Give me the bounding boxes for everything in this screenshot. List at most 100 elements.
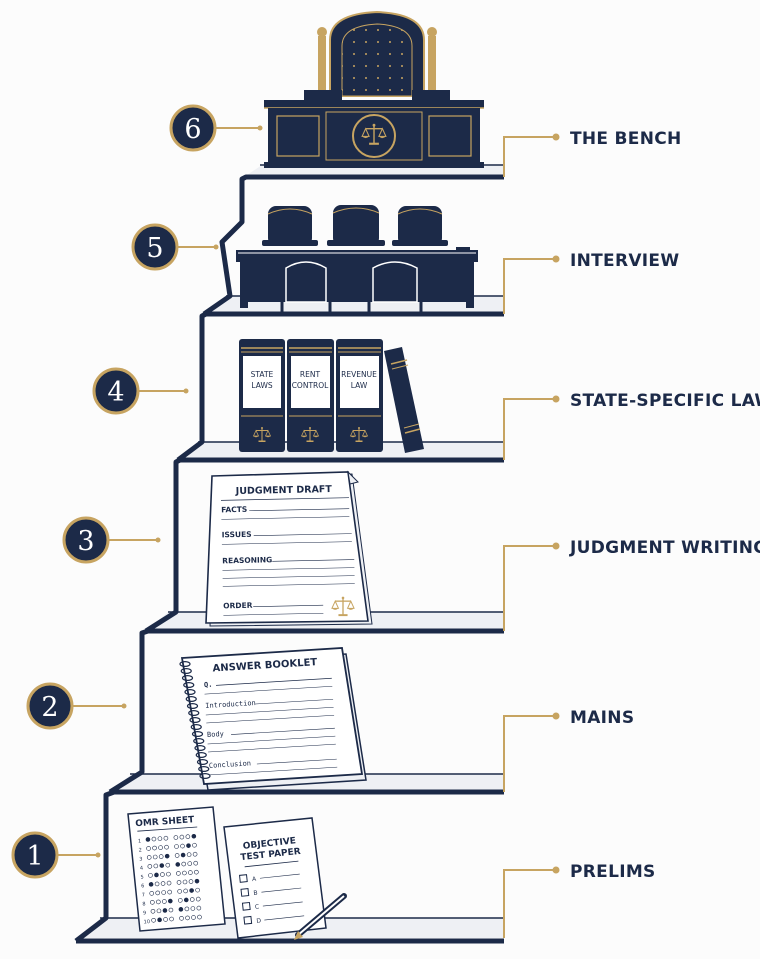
omr-bubble [155,890,161,896]
omr-bubble [166,880,172,886]
svg-text:C: C [255,904,260,911]
spiral-loop [185,695,197,702]
interview-table [236,247,478,308]
spiral-loop [183,681,195,688]
omr-bubble [145,837,151,842]
omr-row-number: 8 [142,901,146,907]
spiral-loop [195,751,207,758]
omr-bubble [169,916,174,922]
svg-text:Introduction: Introduction [205,699,256,710]
objective-test-paper: OBJECTIVE TEST PAPER A B C D [223,817,327,939]
svg-text:RENT: RENT [300,370,321,379]
omr-row-number: 2 [139,847,143,853]
spiral-loop [181,674,194,681]
svg-text:ORDER: ORDER [223,601,253,611]
step-badge-3: 3 [62,516,161,564]
svg-text:A: A [252,876,258,883]
omr-bubble [177,889,182,894]
omr-bubble [176,871,181,876]
spiral-loop [198,765,210,772]
spiral-loop [184,688,196,695]
omr-bubble [156,899,161,905]
omr-row-number: 3 [139,856,143,862]
omr-bubble [174,844,179,849]
omr-bubble [166,871,171,877]
omr-bubble [157,836,163,841]
omr-bubble [180,843,185,849]
book-state-laws: STATE LAWS [239,339,285,452]
omr-bubble [163,917,168,922]
svg-text:JUDGMENT DRAFT: JUDGMENT DRAFT [235,484,333,497]
bench-desk [264,100,484,168]
omr-bubble [167,889,172,895]
stage-label-state-laws: STATE-SPECIFIC LAWS [570,391,760,411]
omr-bubble [156,908,162,914]
omr-bubble [196,905,202,911]
omr-bubble [151,917,156,923]
stage-label-prelims: PRELIMS [570,862,656,882]
omr-bubble [160,872,165,877]
svg-text:Body: Body [207,730,224,739]
omr-bubble [195,896,201,902]
spiral-loop [186,702,199,709]
spiral-loop [193,737,205,744]
omr-bubble [188,870,193,875]
omr-bubble [151,836,157,842]
step-badge-5: 5 [131,223,219,271]
omr-bubble [154,881,160,887]
omr-bubble [176,880,182,885]
omr-bubble [189,897,195,902]
omr-bubble [195,887,200,893]
omr-bubble [182,879,188,885]
omr-bubble [148,882,154,887]
interview-panel [236,205,478,312]
omr-bubble [168,898,173,904]
stage-label-interview: INTERVIEW [570,251,679,271]
test-option-a: A [238,873,300,883]
omr-row-number: 6 [141,883,145,889]
svg-text:Conclusion: Conclusion [209,759,252,770]
omr-row-number: 10 [144,919,151,925]
omr-bubble [191,833,197,839]
omr-bubble [146,855,152,860]
candidate-chairs [280,261,423,312]
step-badge-2: 2 [26,682,127,730]
omr-bubble [186,852,192,857]
omr-bubble [153,863,159,869]
omr-row-number: 9 [143,910,147,916]
test-option-d: D [243,915,305,925]
omr-bubble [191,915,196,920]
omr-bubble [179,916,184,921]
spiral-loop [190,723,202,730]
omr-bubble [149,891,155,896]
omr-bubble [181,861,187,867]
omr-bubble [152,845,157,851]
spiral-loop [179,660,191,667]
omr-bubble [147,864,153,869]
omr-bubble [185,915,190,921]
omr-bubble [164,844,169,850]
omr-bubble [175,862,181,867]
svg-text:6: 6 [184,114,201,145]
omr-bubble [146,846,151,851]
spiral-loop [194,744,206,751]
omr-bubble [159,863,165,868]
omr-bubble [158,854,164,859]
omr-bubble [163,835,169,841]
omr-bubble [168,907,174,913]
staircase-outline [74,174,504,944]
omr-bubble [165,862,171,868]
book-revenue-law: REVENUE LAW [336,339,383,452]
omr-bubble [173,835,179,840]
omr-row-number: 1 [138,838,142,844]
svg-text:Q.: Q. [204,681,213,690]
judge-throne [304,10,450,100]
svg-text:LAW: LAW [351,381,368,390]
stage-labels: PRELIMS MAINS JUDGMENT WRITING STATE-SPE… [569,129,760,882]
omr-bubble [183,897,189,903]
svg-text:STATE: STATE [251,370,274,379]
stage-label-mains: MAINS [570,708,634,728]
book-leaning [384,347,424,453]
